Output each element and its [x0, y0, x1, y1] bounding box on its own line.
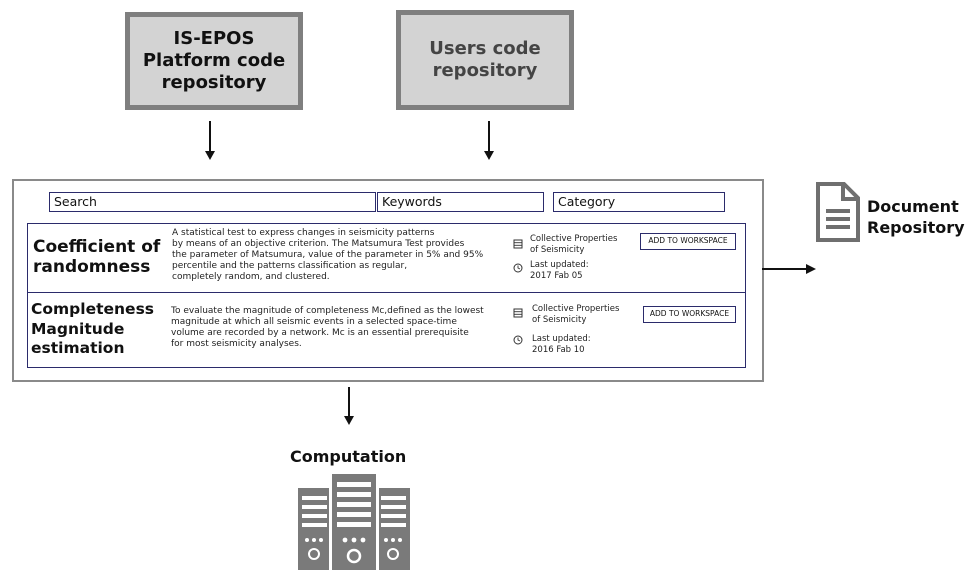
card-title-line: Completeness	[31, 300, 155, 318]
card-updated: Last updated: 2017 Fab 05	[530, 260, 589, 282]
server-icon	[298, 474, 410, 570]
desc-line: the parameter of Matsumura, value of the…	[172, 250, 484, 260]
desc-line: completely random, and clustered.	[172, 272, 330, 282]
card-description: To evaluate the magnitude of completenes…	[171, 306, 484, 350]
desc-line: percentile and the patterns classificati…	[172, 261, 408, 271]
desc-line: magnitude at which all seismic events in…	[171, 317, 457, 327]
desc-line: To evaluate the magnitude of completenes…	[171, 306, 484, 316]
card-title-line: estimation	[31, 339, 125, 357]
card-category: Collective Properties of Seismicity	[530, 234, 617, 256]
search-input[interactable]: Search	[49, 192, 376, 212]
document-repository-label: Document Repository	[867, 196, 965, 238]
document-arrow-head	[806, 264, 816, 274]
desc-line: for most seismicity analyses.	[171, 339, 302, 349]
document-icon	[816, 182, 860, 242]
updated-date: 2016 Fab 10	[532, 345, 585, 355]
card-updated: Last updated: 2016 Fab 10	[532, 334, 591, 356]
updated-label: Last updated:	[532, 334, 591, 344]
add-to-workspace-button[interactable]: ADD TO WORKSPACE	[643, 306, 736, 323]
platform-repo-line-1: IS-EPOS	[173, 28, 255, 49]
catalog-panel: Search Keywords Category Coefficient of …	[12, 179, 764, 382]
list-item[interactable]: Coefficient of randomness A statistical …	[27, 223, 746, 294]
card-title: Completeness Magnitude estimation	[31, 300, 154, 359]
document-arrow-line	[762, 268, 806, 270]
card-category: Collective Properties of Seismicity	[532, 304, 619, 326]
card-title-line: randomness	[33, 257, 151, 277]
users-code-repository: Users code repository	[396, 10, 574, 110]
updated-date: 2017 Fab 05	[530, 271, 583, 281]
doc-label-line: Document	[867, 197, 959, 216]
category-select[interactable]: Category	[553, 192, 725, 212]
updated-label: Last updated:	[530, 260, 589, 270]
category-line: Collective Properties	[532, 304, 620, 314]
desc-line: by means of an objective criterion. The …	[172, 239, 465, 249]
computation-label: Computation	[290, 447, 407, 466]
platform-repo-line-2: Platform code	[142, 50, 286, 71]
computation-arrow-line	[348, 387, 350, 417]
category-line: of Seismicity	[532, 315, 587, 325]
users-arrow-line	[488, 121, 490, 151]
users-repo-line-1: Users code	[429, 38, 541, 59]
platform-arrow-head	[205, 151, 215, 160]
desc-line: volume are recorded by a network. Mc is …	[171, 328, 469, 338]
card-description: A statistical test to express changes in…	[172, 228, 483, 283]
category-line: Collective Properties	[530, 234, 618, 244]
users-repo-line-2: repository	[432, 60, 538, 81]
list-icon	[513, 308, 523, 318]
desc-line: A statistical test to express changes in…	[172, 228, 435, 238]
keywords-input[interactable]: Keywords	[377, 192, 544, 212]
list-icon	[513, 239, 523, 249]
computation-arrow-head	[344, 416, 354, 425]
doc-label-line: Repository	[867, 218, 965, 237]
clock-icon	[513, 335, 523, 345]
platform-arrow-line	[209, 121, 211, 151]
add-to-workspace-button[interactable]: ADD TO WORKSPACE	[640, 233, 736, 250]
platform-code-repository: IS-EPOS Platform code repository	[125, 12, 303, 110]
category-line: of Seismicity	[530, 245, 585, 255]
card-title-line: Coefficient of	[33, 237, 161, 257]
list-item[interactable]: Completeness Magnitude estimation To eva…	[27, 292, 746, 368]
clock-icon	[513, 263, 523, 273]
users-arrow-head	[484, 151, 494, 160]
card-title: Coefficient of randomness	[33, 237, 160, 277]
platform-repo-line-3: repository	[161, 72, 267, 93]
card-title-line: Magnitude	[31, 319, 125, 338]
